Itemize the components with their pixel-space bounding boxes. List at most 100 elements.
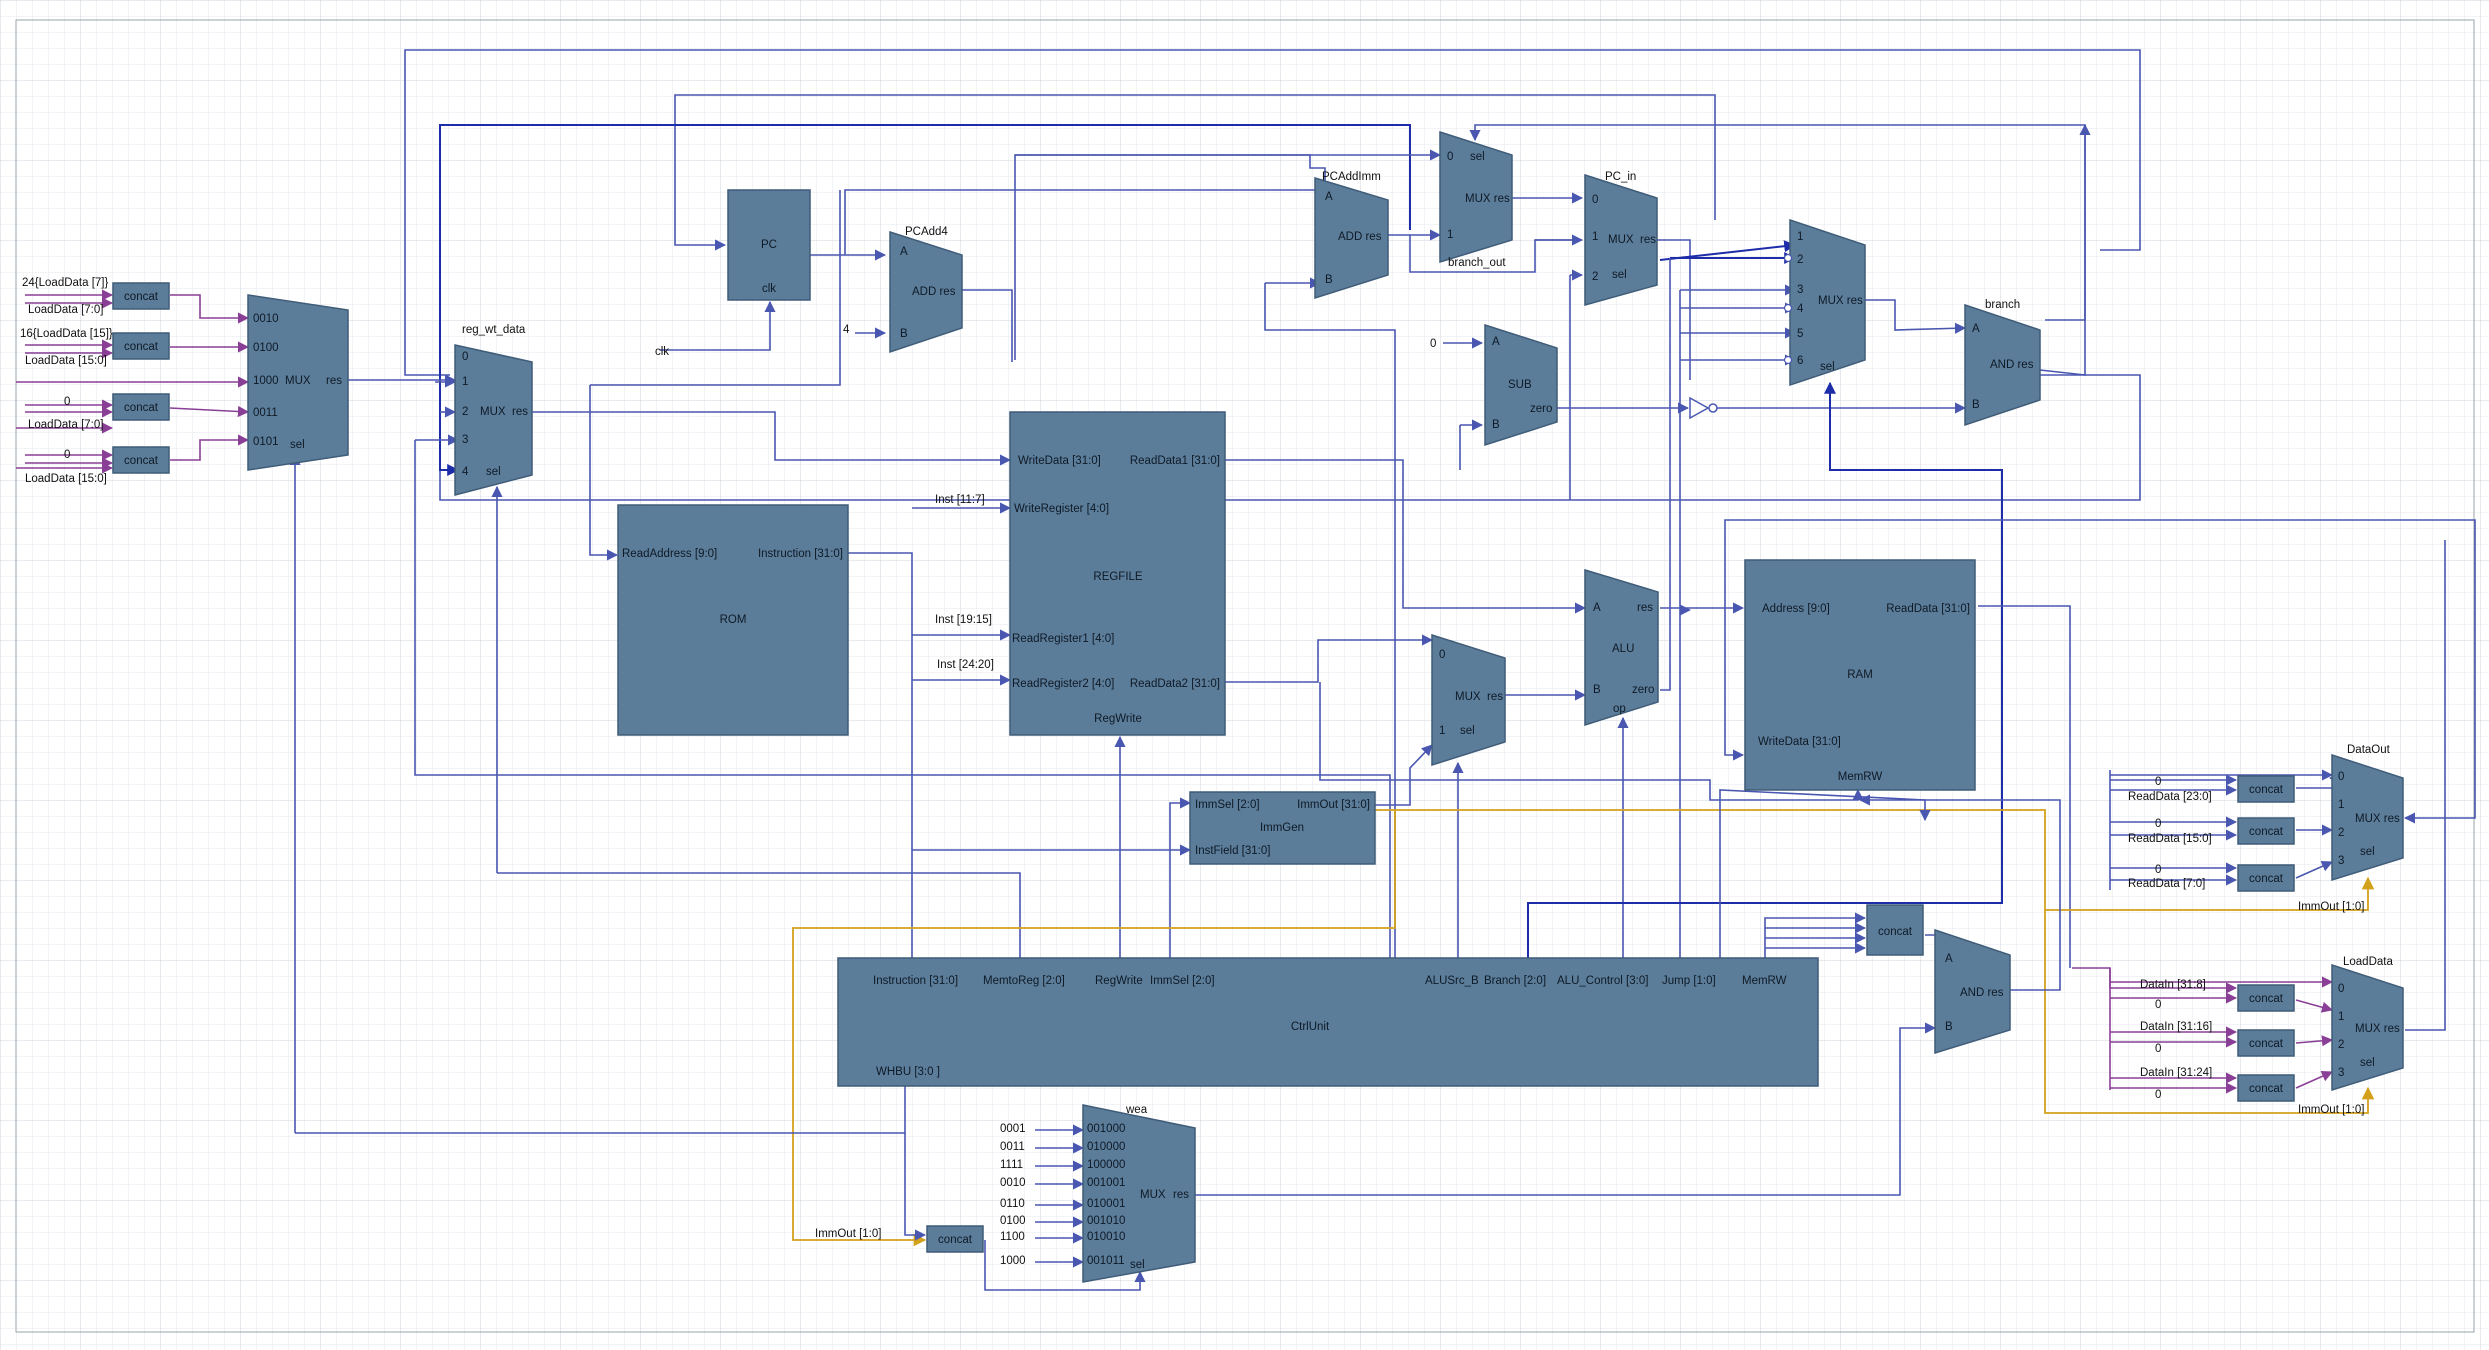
ram-block[interactable]: Address [9:0] ReadData [31:0] RAM WriteD… bbox=[1744, 559, 1976, 791]
jump-mux-op: MUX res bbox=[1818, 295, 1863, 307]
load-mux-port-0100: 0100 bbox=[253, 342, 279, 354]
wire-and-back bbox=[2039, 123, 2091, 376]
loaddata-input-2: DataIn [31:16] bbox=[2140, 1021, 2212, 1033]
concat-dataout-1[interactable]: concat bbox=[2237, 775, 2295, 803]
pc-in-sel: sel bbox=[1612, 269, 1627, 281]
concat-loaddata-3[interactable]: concat bbox=[2237, 1074, 2295, 1102]
sub-title: SUB bbox=[1508, 379, 1532, 391]
pc-in-port0: 0 bbox=[1592, 194, 1598, 206]
alu-src-mux[interactable]: 0 MUX res 1 sel bbox=[1431, 633, 1506, 767]
pc-register[interactable]: PC clk bbox=[727, 189, 811, 301]
branch-mux-port0: 0 bbox=[1447, 151, 1453, 163]
pc-in-mux[interactable]: PC_in 0 1 2 MUX res sel bbox=[1584, 171, 1658, 306]
loaddata-sel: sel bbox=[2360, 1057, 2375, 1069]
wire-addimm-b bbox=[1264, 283, 1396, 960]
pcaddimm-name: PCAddImm bbox=[1322, 171, 1381, 183]
immgen-out-port: ImmOut [31:0] bbox=[1297, 799, 1370, 811]
concat-memrw[interactable]: concat bbox=[1866, 904, 1924, 956]
concat-load-2-label: concat bbox=[124, 341, 159, 353]
alu-res-port: res bbox=[1637, 602, 1653, 614]
concat-dataout-3-label: concat bbox=[2249, 873, 2284, 885]
load-mux-port-0101: 0101 bbox=[253, 436, 279, 448]
wea-input-2: 1111 bbox=[1000, 1159, 1023, 1171]
wire-ld-in3 bbox=[2295, 1070, 2334, 1089]
reg-wt-data-mux[interactable]: reg_wt_data 0 1 2 3 4 MUX res sel bbox=[454, 324, 533, 496]
sub-comparator[interactable]: A SUB zero B bbox=[1484, 323, 1558, 447]
concat-memrw-label: concat bbox=[1878, 926, 1913, 938]
concat-load-2[interactable]: concat bbox=[112, 332, 170, 360]
alu-block[interactable]: A res ALU B zero op bbox=[1584, 568, 1659, 727]
pcaddimm-op: ADD res bbox=[1338, 231, 1382, 243]
dataout-input-1: ReadData [23:0] bbox=[2128, 791, 2212, 803]
wea-mux[interactable]: wea 001000 010000 100000 001001 010001 0… bbox=[1082, 1104, 1196, 1283]
dataout-op: MUX res bbox=[2355, 813, 2400, 825]
load-input-7: LoadData [15:0] bbox=[25, 473, 107, 485]
concat-loaddata-2[interactable]: concat bbox=[2237, 1029, 2295, 1057]
dataout-mux[interactable]: DataOut 0 1 2 3 MUX res sel bbox=[2331, 744, 2404, 882]
concat-load-4[interactable]: concat bbox=[112, 446, 170, 474]
dataout-input-3: ReadData [15:0] bbox=[2128, 833, 2212, 845]
mem-and-a: A bbox=[1945, 953, 1953, 965]
wire-immout-loaddata bbox=[2044, 910, 2375, 1114]
reg-wt-port1: 1 bbox=[462, 376, 468, 388]
pcadd4-adder[interactable]: PCAdd4 A ADD res B bbox=[889, 226, 963, 354]
concat-dataout-2[interactable]: concat bbox=[2237, 817, 2295, 845]
wire-cc3-mux bbox=[169, 405, 250, 418]
rom-block[interactable]: ReadAddress [9:0] Instruction [31:0] ROM bbox=[617, 504, 849, 736]
regfile-rd1-port: ReadData1 [31:0] bbox=[1130, 455, 1220, 467]
loaddata-port0: 0 bbox=[2338, 983, 2344, 995]
loaddata-mux[interactable]: LoadData 0 1 2 3 MUX res sel bbox=[2331, 956, 2404, 1092]
pcaddimm-adder[interactable]: PCAddImm A ADD res B bbox=[1314, 171, 1389, 300]
load-select-mux[interactable]: 0010 0100 1000 0011 0101 MUX res sel bbox=[247, 294, 349, 471]
alu-b-port: B bbox=[1593, 684, 1601, 696]
rom-title: ROM bbox=[720, 614, 747, 626]
reg-wt-name: reg_wt_data bbox=[462, 324, 526, 336]
wire-rom-addr bbox=[589, 385, 619, 561]
concat-wea[interactable]: concat bbox=[926, 1225, 984, 1253]
dataout-port0: 0 bbox=[2338, 771, 2344, 783]
wire-rd1-alu bbox=[1225, 459, 1587, 614]
loaddata-input-5: 0 bbox=[2155, 1089, 2161, 1101]
load-input-3: LoadData [15:0] bbox=[25, 355, 107, 367]
wire-jmux-and bbox=[1865, 299, 1967, 334]
load-input-4: 0 bbox=[64, 396, 70, 408]
wire-concat-weasel bbox=[984, 1240, 1146, 1291]
branch-and-name: branch bbox=[1985, 299, 2020, 311]
branch-and-gate[interactable]: branch A AND res B bbox=[1964, 299, 2041, 427]
jump-mux-port2: 2 bbox=[1797, 254, 1803, 266]
immgen-block[interactable]: ImmSel [2:0] ImmOut [31:0] ImmGen InstFi… bbox=[1189, 791, 1376, 865]
regfile-block[interactable]: WriteData [31:0] ReadData1 [31:0] WriteR… bbox=[1009, 411, 1226, 736]
wire-immout-wea bbox=[792, 810, 1396, 1247]
regfile-wr-port: WriteRegister [4:0] bbox=[1014, 503, 1109, 515]
loaddata-input-4: DataIn [31:24] bbox=[2140, 1067, 2212, 1079]
branch-mux[interactable]: 0 sel MUX res 1 branch_out bbox=[1439, 130, 1513, 269]
wea-input-4: 0110 bbox=[1000, 1198, 1025, 1210]
dataout-port3: 3 bbox=[2338, 855, 2344, 867]
wire-dataout-loop bbox=[1745, 519, 2476, 824]
concat-loaddata-1[interactable]: concat bbox=[2237, 984, 2295, 1012]
loaddata-input-labels: DataIn [31:8] 0 DataIn [31:16] 0 DataIn … bbox=[2140, 979, 2212, 1101]
concat-load-1[interactable]: concat bbox=[112, 282, 170, 310]
ctrl-unit-block[interactable]: Instruction [31:0] MemtoReg [2:0] RegWri… bbox=[837, 957, 1819, 1087]
mem-and-gate[interactable]: A AND res B bbox=[1934, 928, 2011, 1055]
alu-a-port: A bbox=[1593, 602, 1601, 614]
clk-label: clk bbox=[655, 346, 669, 358]
loaddata-port1: 1 bbox=[2338, 1011, 2344, 1023]
pcadd4-name: PCAdd4 bbox=[905, 226, 948, 238]
branch-and-a: A bbox=[1972, 323, 1980, 335]
pc-title: PC bbox=[761, 239, 777, 251]
load-mux-sel: sel bbox=[290, 439, 305, 451]
loaddata-input-0: DataIn [31:8] bbox=[2140, 979, 2206, 991]
rom-addr-port: ReadAddress [9:0] bbox=[622, 548, 717, 560]
wire-clk bbox=[660, 300, 776, 351]
concat-load-3[interactable]: concat bbox=[112, 393, 170, 421]
wire-rd2-mux bbox=[1225, 634, 1434, 683]
loaddata-port2: 2 bbox=[2338, 1039, 2344, 1051]
concat-load-4-label: concat bbox=[124, 455, 159, 467]
concat-loaddata-1-label: concat bbox=[2249, 993, 2284, 1005]
concat-dataout-3[interactable]: concat bbox=[2237, 864, 2295, 892]
jump-mux[interactable]: 1 2 3 4 5 6 MUX res sel bbox=[1783, 218, 1866, 387]
concat-wea-label: concat bbox=[938, 1234, 973, 1246]
load-input-1: LoadData [7:0] bbox=[28, 304, 103, 316]
pc-in-res: res bbox=[1640, 234, 1656, 246]
